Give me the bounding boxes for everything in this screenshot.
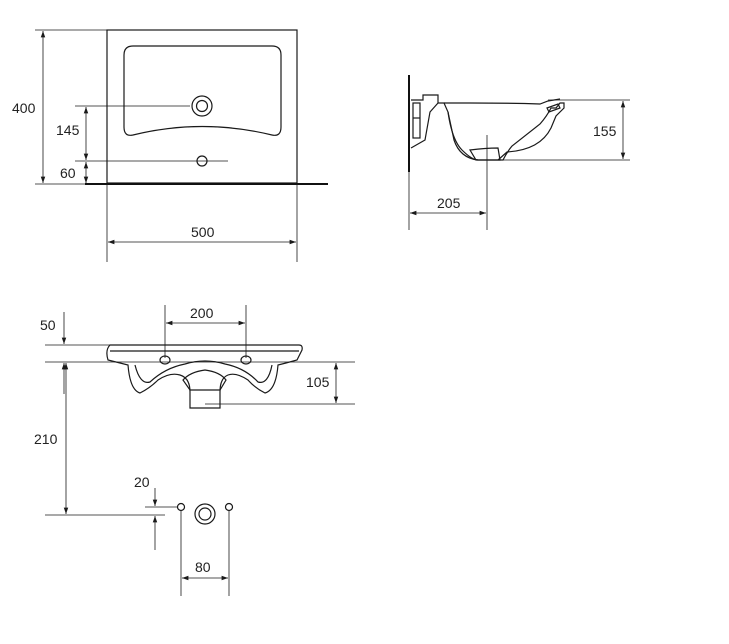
tap-hole [191,95,213,117]
dim-width-label: 500 [191,224,215,240]
top-view: 400 145 60 500 [12,29,328,262]
dim-bracket-spacing-label: 200 [190,305,214,321]
front-basin-outline [106,344,303,409]
side-view: 155 205 [408,75,630,230]
basin-section [411,94,565,161]
dim-fixing-spacing-label: 80 [195,559,211,575]
dim-depth-label: 205 [437,195,461,211]
fixing-hole-right [224,502,234,512]
tap-hole-inner [195,99,209,113]
dim-waste-height-label: 210 [34,431,58,447]
dim-overflow-offset-label: 60 [60,165,76,181]
bowl-outline [123,45,282,136]
front-view: 200 50 105 210 20 80 [34,305,355,596]
dim-height-label: 400 [12,100,36,116]
dim-tap-offset-label: 145 [56,122,80,138]
dim-bowl-drop-label: 105 [306,374,330,390]
dim-waste-offset-label: 20 [134,474,150,490]
basin-outline [106,29,298,184]
waste-outlet [194,503,216,525]
waste-outlet-inner [198,507,212,521]
dim-side-height-label: 155 [593,123,617,139]
dim-rim-thickness-label: 50 [40,317,56,333]
fixing-hole-left [176,502,186,512]
